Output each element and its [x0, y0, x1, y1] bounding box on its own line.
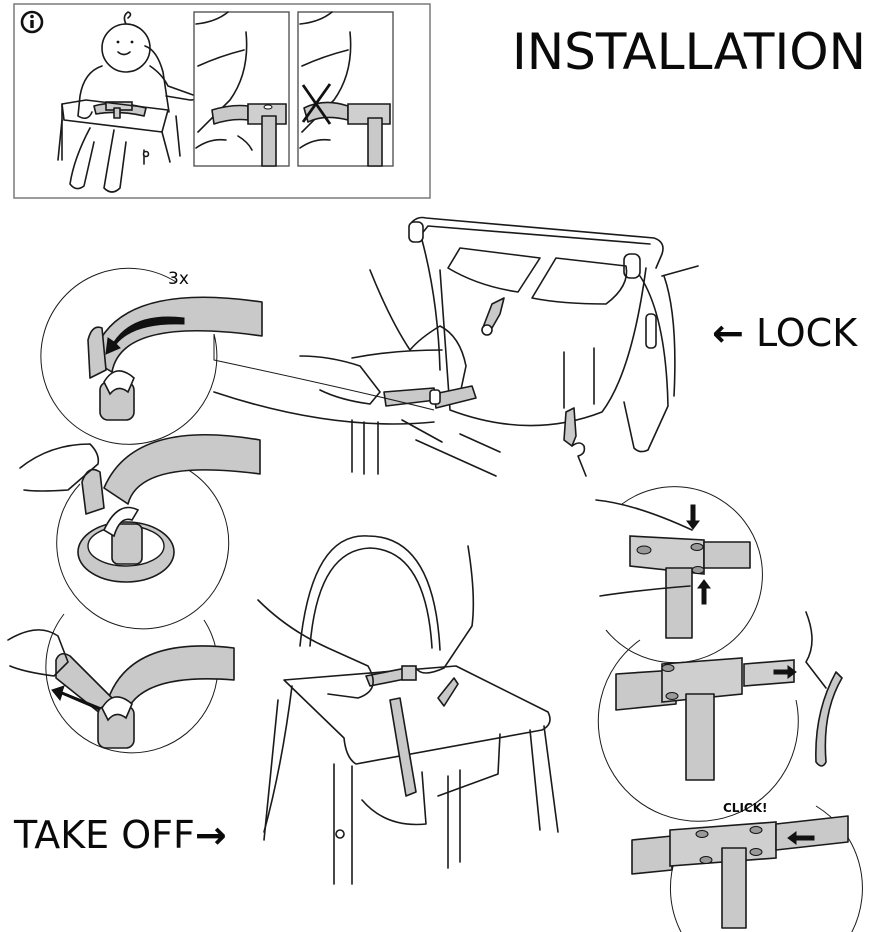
- repeat-count-label: 3x: [168, 269, 189, 289]
- takeoff-label: TAKE OFF→: [14, 810, 227, 860]
- click-fasten-illustration: [631, 805, 863, 932]
- click-label: CLICK!: [723, 801, 768, 815]
- pull-apart-illustration: [597, 611, 843, 822]
- thread-strap-3x-illustration: [40, 267, 435, 445]
- adjust-strap-illustration: [7, 613, 235, 754]
- belt-correct-illustration: [193, 11, 290, 167]
- installation-title: INSTALLATION: [512, 23, 866, 81]
- lock-label: ← LOCK: [712, 308, 857, 358]
- right-arrow-icon: →: [194, 813, 227, 857]
- baby-in-highchair-illustration: [57, 11, 198, 193]
- lock-seat-illustration: [213, 216, 699, 477]
- info-icon: [20, 10, 44, 34]
- left-arrow-icon: ←: [712, 311, 744, 355]
- takeoff-text: TAKE OFF: [14, 813, 195, 857]
- incorrect-x-mark: [301, 83, 332, 125]
- belt-incorrect-illustration: [297, 11, 394, 167]
- lock-text: LOCK: [755, 311, 858, 355]
- pull-strap-tight-illustration: [19, 433, 261, 630]
- press-release-illustration: [595, 486, 763, 664]
- takeoff-highchair-illustration: [257, 535, 559, 885]
- info-panel: [13, 3, 431, 199]
